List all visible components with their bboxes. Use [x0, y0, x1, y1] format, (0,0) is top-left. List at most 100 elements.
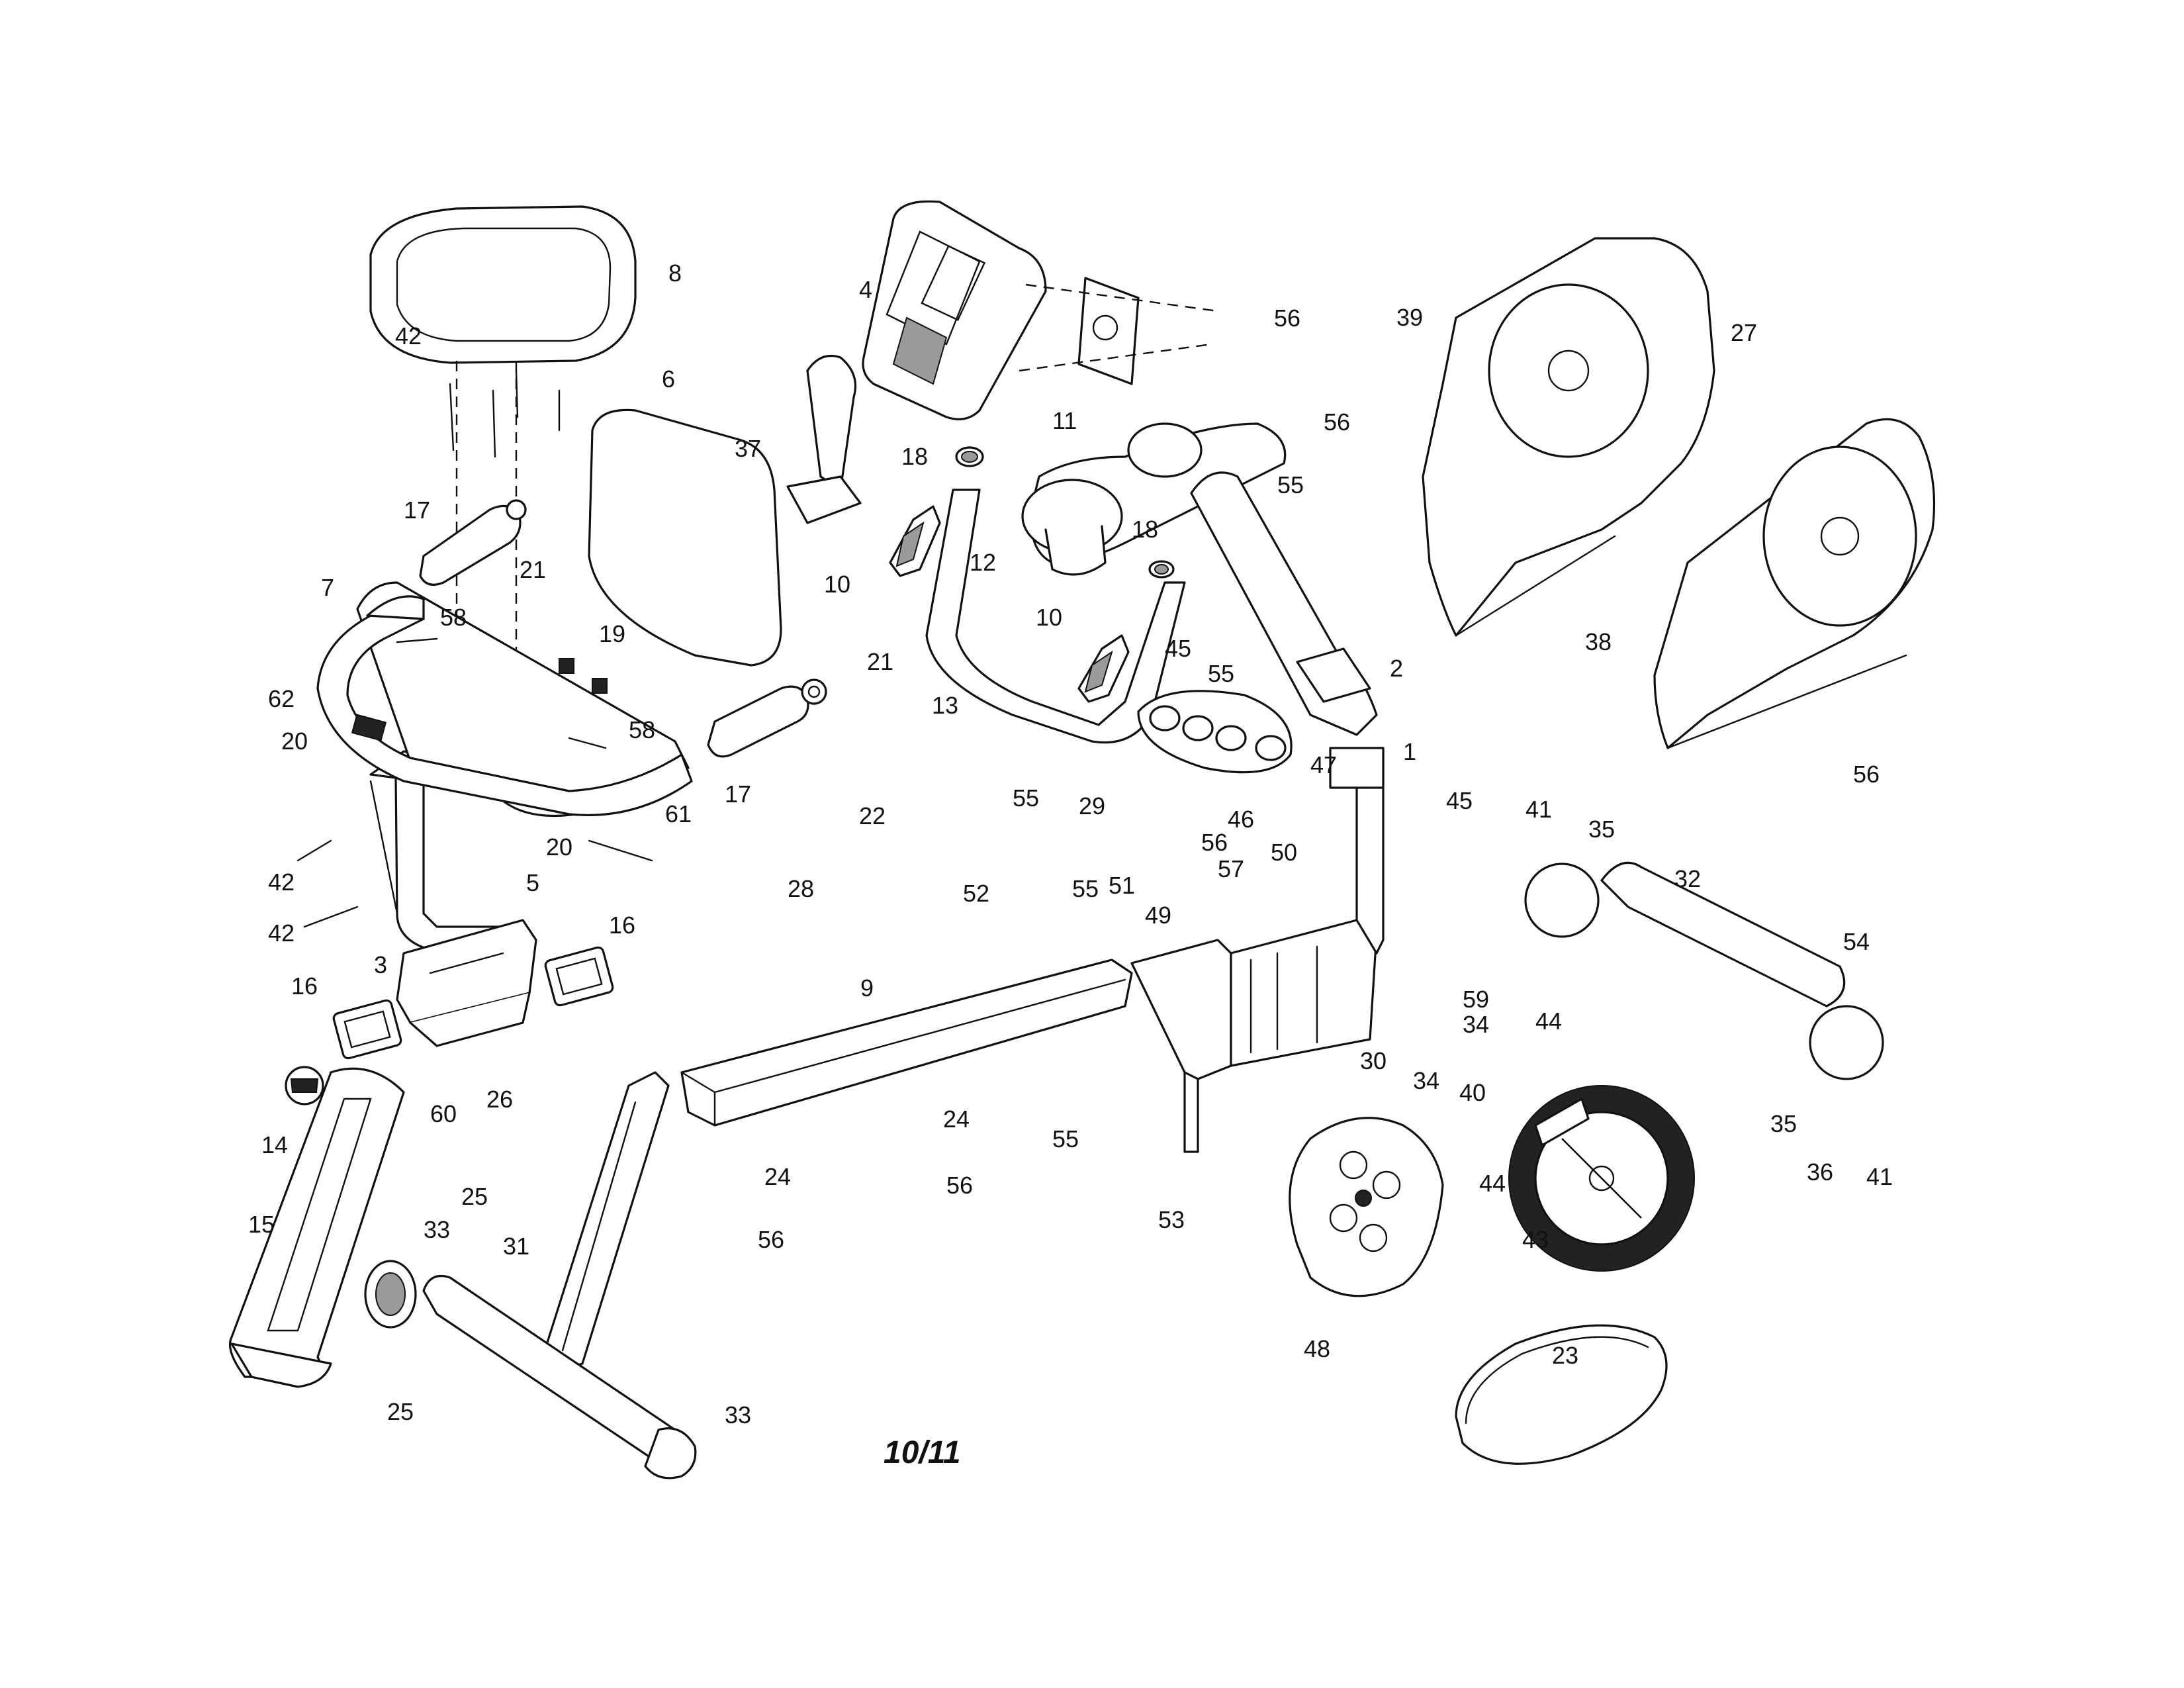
callout-55c: 55 — [1013, 784, 1039, 812]
callout-55e: 55 — [1052, 1125, 1079, 1152]
callout-57: 57 — [1218, 855, 1244, 882]
callout-34a: 34 — [1463, 1011, 1489, 1038]
console-part — [862, 200, 1047, 420]
callout-33a: 33 — [424, 1216, 450, 1243]
callout-58a: 58 — [440, 604, 467, 631]
callout-41b: 41 — [1866, 1163, 1893, 1190]
leg-pads-part — [1524, 863, 1884, 1080]
callout-7: 7 — [321, 574, 334, 601]
upper-handlebar-part — [1190, 471, 1378, 736]
callout-55d: 55 — [1072, 875, 1099, 902]
callout-50: 50 — [1271, 839, 1297, 866]
callout-5: 5 — [526, 869, 539, 896]
callout-56e: 56 — [946, 1172, 973, 1199]
callout-24b: 24 — [764, 1163, 791, 1190]
callout-37: 37 — [735, 435, 761, 462]
callout-4: 4 — [859, 276, 872, 303]
callout-47: 47 — [1310, 751, 1337, 778]
pivot-bushing-left — [332, 999, 402, 1060]
callout-40: 40 — [1459, 1079, 1486, 1106]
seat-handlebar-part — [316, 581, 693, 818]
callout-19: 19 — [599, 620, 625, 647]
callout-62: 62 — [268, 685, 295, 712]
seat-backrest-part — [588, 408, 782, 667]
callout-61: 61 — [665, 800, 692, 827]
callout-35b: 35 — [1770, 1110, 1797, 1137]
right-shroud-part — [1653, 418, 1936, 749]
callout-55a: 55 — [1277, 471, 1304, 498]
callout-17b: 17 — [725, 780, 751, 808]
callout-20a: 20 — [281, 727, 308, 755]
callout-26: 26 — [486, 1086, 513, 1113]
callout-53: 53 — [1158, 1206, 1185, 1233]
callout-16b: 16 — [609, 912, 635, 939]
date-code: 10/11 — [884, 1435, 961, 1470]
callout-33b: 33 — [725, 1401, 751, 1429]
callout-25a: 25 — [461, 1183, 488, 1210]
callout-44a: 44 — [1535, 1008, 1562, 1035]
bushing-discs — [1137, 690, 1293, 774]
callout-30: 30 — [1360, 1047, 1387, 1074]
callout-6: 6 — [662, 365, 675, 393]
callout-28: 28 — [788, 875, 814, 902]
callout-15: 15 — [248, 1211, 275, 1238]
pulse-grip-left — [889, 505, 941, 577]
seat-knob-part — [285, 1066, 324, 1105]
seat-bracket-part — [396, 919, 537, 1047]
callout-55b: 55 — [1208, 660, 1234, 687]
callout-35a: 35 — [1588, 816, 1615, 843]
callout-45a: 45 — [1165, 635, 1191, 662]
callout-56b: 56 — [1324, 408, 1350, 436]
main-beam-part — [680, 959, 1133, 1127]
handlebar-caps — [955, 446, 1175, 579]
callout-16a: 16 — [291, 972, 318, 1000]
seat-cushion-part — [369, 205, 637, 364]
callout-60: 60 — [430, 1100, 457, 1127]
seat-frame-part — [369, 750, 524, 951]
callout-9: 9 — [860, 974, 874, 1002]
callout-1: 1 — [1403, 738, 1416, 765]
grip-right-part — [707, 679, 827, 758]
callout-46: 46 — [1228, 806, 1254, 833]
callout-59: 59 — [1463, 986, 1489, 1013]
callout-56c: 56 — [1853, 761, 1880, 788]
left-shroud-part — [1422, 237, 1715, 637]
callout-23: 23 — [1552, 1342, 1578, 1369]
console-bracket-part — [1019, 277, 1218, 385]
callout-34b: 34 — [1413, 1067, 1439, 1094]
callout-20b: 20 — [546, 833, 572, 861]
upright-frame-part — [1130, 747, 1385, 1153]
callout-39: 39 — [1396, 304, 1423, 331]
pulse-grip-right — [1077, 634, 1130, 703]
callout-18b: 18 — [1132, 516, 1158, 543]
callout-17a: 17 — [404, 496, 430, 524]
callout-42a: 42 — [395, 322, 422, 350]
small-bolts-seat — [296, 637, 653, 928]
drive-belt-part — [1455, 1324, 1668, 1465]
callout-8: 8 — [668, 259, 682, 287]
pedal-left-part — [786, 354, 862, 524]
callout-32: 32 — [1674, 865, 1701, 892]
callout-22: 22 — [859, 802, 886, 829]
callout-41a: 41 — [1525, 796, 1552, 823]
base-bracket-part — [541, 1071, 670, 1372]
callout-21a: 21 — [520, 556, 546, 583]
callout-2: 2 — [1390, 655, 1403, 682]
callout-45b: 45 — [1446, 787, 1473, 814]
front-upright-part — [228, 1067, 405, 1388]
callout-14: 14 — [261, 1131, 288, 1158]
pivot-bushing-right — [544, 946, 614, 1007]
callout-11: 11 — [1052, 407, 1077, 434]
crank-arm-part — [1534, 1098, 1590, 1147]
callout-21b: 21 — [867, 648, 893, 675]
wheel-axle-part — [1600, 861, 1846, 1008]
callout-27: 27 — [1731, 319, 1757, 346]
rear-stabilizer-part — [364, 1260, 697, 1479]
callout-42c: 42 — [268, 919, 295, 947]
callout-38: 38 — [1585, 628, 1612, 655]
callout-3: 3 — [374, 951, 387, 978]
callout-56d: 56 — [1201, 829, 1228, 856]
callout-18a: 18 — [901, 443, 928, 470]
callout-labels: 1 2 3 4 5 6 7 8 9 10 10 11 12 13 14 15 1… — [248, 259, 1893, 1429]
